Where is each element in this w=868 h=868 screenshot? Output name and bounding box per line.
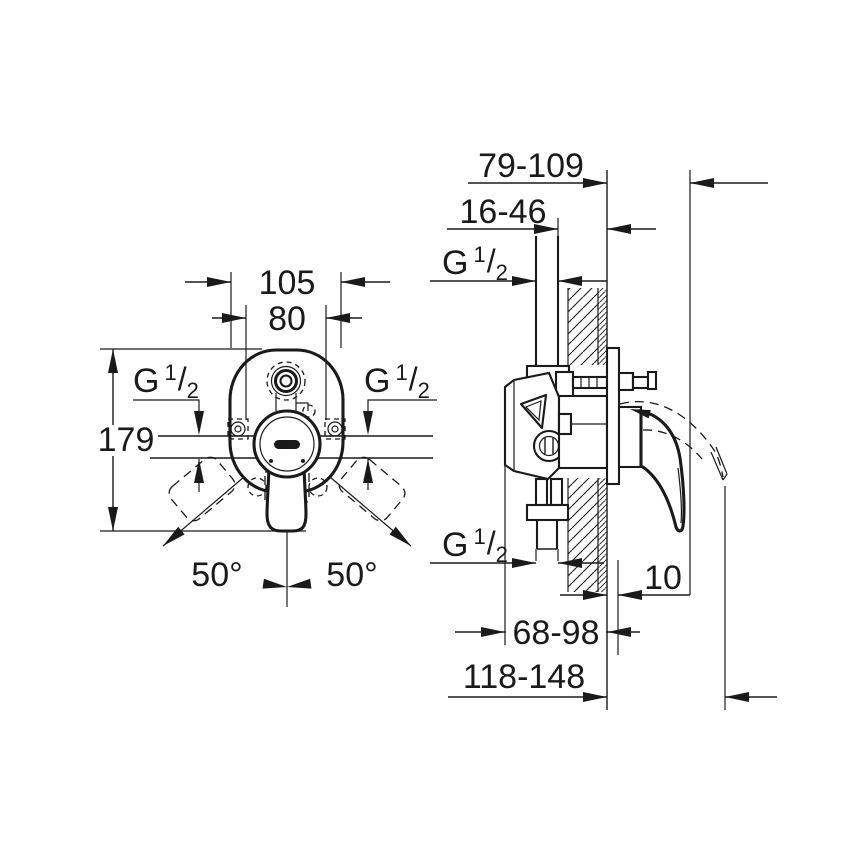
- mounting-ear-right: [324, 418, 346, 440]
- dim-label-16-46: 16-46: [460, 193, 547, 231]
- thread-leader-front-right: [363, 399, 437, 490]
- mounting-ear-left: [227, 418, 249, 440]
- dim-16-46: [447, 224, 656, 234]
- dim-label-10: 10: [644, 559, 682, 597]
- dim-118-148: [448, 692, 777, 702]
- outlet-stub: [617, 370, 658, 392]
- dim-label-angle-left: 50°: [191, 556, 242, 594]
- shower-outlet-port: [266, 361, 316, 418]
- lever-handle-side: [617, 405, 686, 533]
- dim-label-80: 80: [268, 300, 306, 338]
- dim-80: [212, 313, 362, 323]
- dim-label-118-148: 118-148: [463, 658, 585, 696]
- wall-section: [567, 288, 607, 592]
- side-view: 79-109 16-46 G1/2 G1/2 10 68-98 118-148: [430, 147, 777, 710]
- dim-label-angle-right: 50°: [326, 556, 377, 594]
- dim-179: [94, 349, 158, 531]
- thread-leader-side-top: [430, 276, 607, 286]
- lever-raised-dashed: [619, 400, 728, 481]
- lower-pipe-stub: [535, 520, 559, 561]
- thread-leader-front-left: [133, 399, 204, 492]
- dim-label-68-98: 68-98: [513, 614, 600, 652]
- cartridge-housing: [557, 394, 609, 470]
- angle-dimension: [159, 476, 415, 607]
- extension-lines-front: [100, 272, 342, 532]
- dim-label-79-109: 79-109: [478, 147, 584, 185]
- handle-position-left: [168, 456, 236, 522]
- handle-position-right: [338, 456, 406, 522]
- dim-68-98: [455, 616, 640, 648]
- dim-10: [560, 590, 690, 600]
- dim-label-179: 179: [98, 421, 155, 459]
- thread-leader-side-bottom: [430, 558, 604, 568]
- dim-105: [185, 277, 390, 287]
- front-view: 105 80 179 G1/2 G1/2 50° 50°: [94, 264, 437, 607]
- cartridge-slot: [274, 440, 300, 449]
- dim-label-105: 105: [259, 264, 316, 302]
- wall-plate-profile: [605, 346, 621, 486]
- dim-79-109: [468, 178, 768, 188]
- valve-body-front: [252, 409, 322, 479]
